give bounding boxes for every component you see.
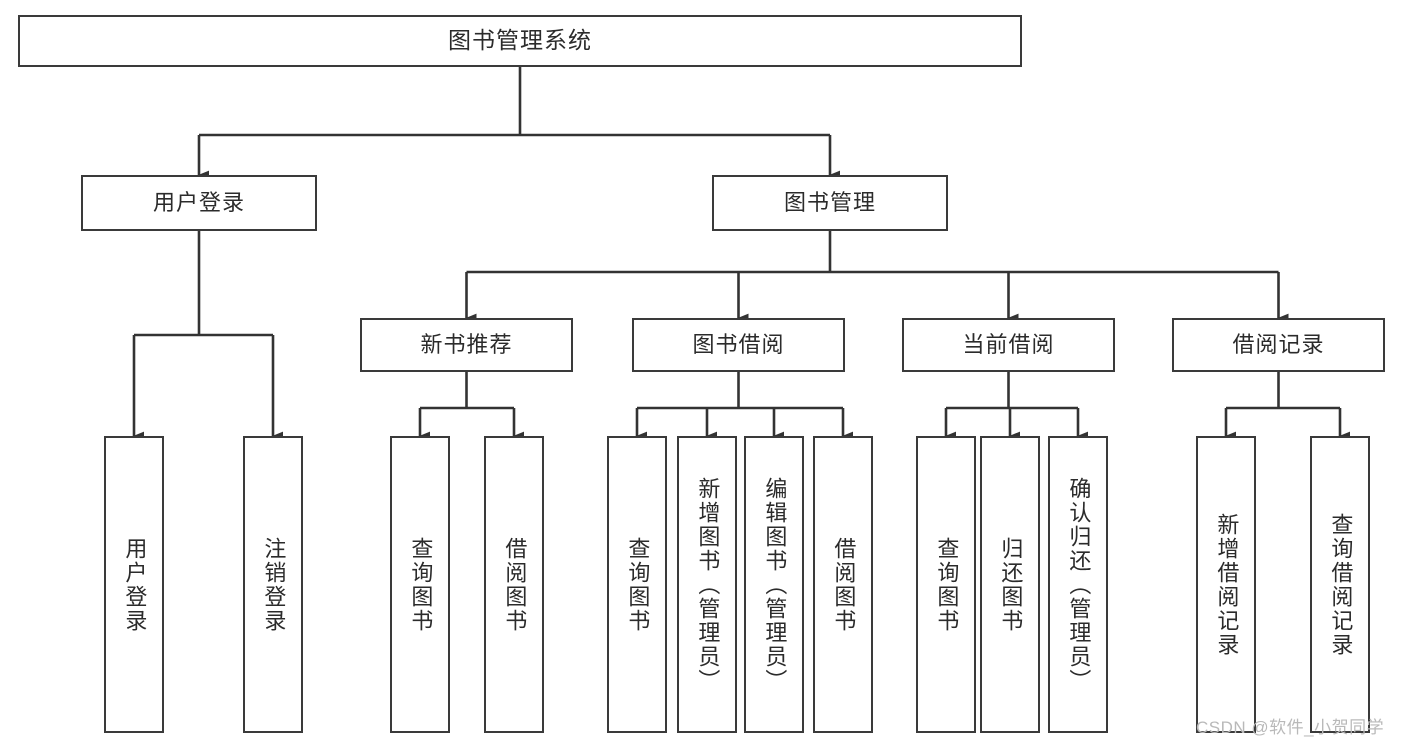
node-label: 归还图书 bbox=[998, 536, 1024, 633]
node-current-borrow[interactable]: 当前借阅 bbox=[902, 318, 1115, 372]
node-label: 借阅图书 bbox=[831, 536, 857, 633]
node-leaf-add-book[interactable]: 新增图书（管理员） bbox=[677, 436, 737, 733]
node-label: 新增借阅记录 bbox=[1214, 512, 1240, 657]
node-label: 借阅图书 bbox=[502, 536, 528, 633]
node-user-login[interactable]: 用户登录 bbox=[81, 175, 317, 231]
node-label: 借阅记录 bbox=[1232, 331, 1325, 357]
node-leaf-logout[interactable]: 注销登录 bbox=[243, 436, 303, 733]
node-label: 用户登录 bbox=[152, 189, 245, 215]
node-leaf-query-book-3[interactable]: 查询图书 bbox=[916, 436, 976, 733]
node-borrow-record[interactable]: 借阅记录 bbox=[1172, 318, 1385, 372]
node-label: 新增图书（管理员） bbox=[695, 476, 721, 693]
node-label: 用户登录 bbox=[122, 536, 148, 633]
node-leaf-query-record[interactable]: 查询借阅记录 bbox=[1310, 436, 1370, 733]
node-leaf-user-login[interactable]: 用户登录 bbox=[104, 436, 164, 733]
node-new-book-rec[interactable]: 新书推荐 bbox=[360, 318, 573, 372]
node-leaf-borrow-book-1[interactable]: 借阅图书 bbox=[484, 436, 544, 733]
node-label: 图书管理 bbox=[783, 189, 876, 215]
node-leaf-query-book-1[interactable]: 查询图书 bbox=[390, 436, 450, 733]
node-label: 图书管理系统 bbox=[448, 27, 592, 54]
node-leaf-borrow-book-2[interactable]: 借阅图书 bbox=[813, 436, 873, 733]
node-book-manage[interactable]: 图书管理 bbox=[712, 175, 948, 231]
node-label: 新书推荐 bbox=[420, 331, 513, 357]
node-label: 编辑图书（管理员） bbox=[762, 476, 788, 693]
node-leaf-confirm-return[interactable]: 确认归还（管理员） bbox=[1048, 436, 1108, 733]
node-label: 查询图书 bbox=[625, 536, 651, 633]
csdn-watermark: CSDN @软件_小贺同学 bbox=[1196, 718, 1385, 737]
node-label: 查询借阅记录 bbox=[1328, 512, 1354, 657]
node-label: 查询图书 bbox=[408, 536, 434, 633]
node-leaf-edit-book[interactable]: 编辑图书（管理员） bbox=[744, 436, 804, 733]
node-leaf-return-book[interactable]: 归还图书 bbox=[980, 436, 1040, 733]
node-leaf-query-book-2[interactable]: 查询图书 bbox=[607, 436, 667, 733]
node-label: 查询图书 bbox=[934, 536, 960, 633]
node-label: 当前借阅 bbox=[962, 331, 1055, 357]
node-leaf-add-record[interactable]: 新增借阅记录 bbox=[1196, 436, 1256, 733]
node-root[interactable]: 图书管理系统 bbox=[18, 15, 1022, 67]
node-label: 注销登录 bbox=[261, 536, 287, 633]
node-label: 图书借阅 bbox=[692, 331, 785, 357]
node-book-borrow[interactable]: 图书借阅 bbox=[632, 318, 845, 372]
node-label: 确认归还（管理员） bbox=[1066, 476, 1092, 693]
